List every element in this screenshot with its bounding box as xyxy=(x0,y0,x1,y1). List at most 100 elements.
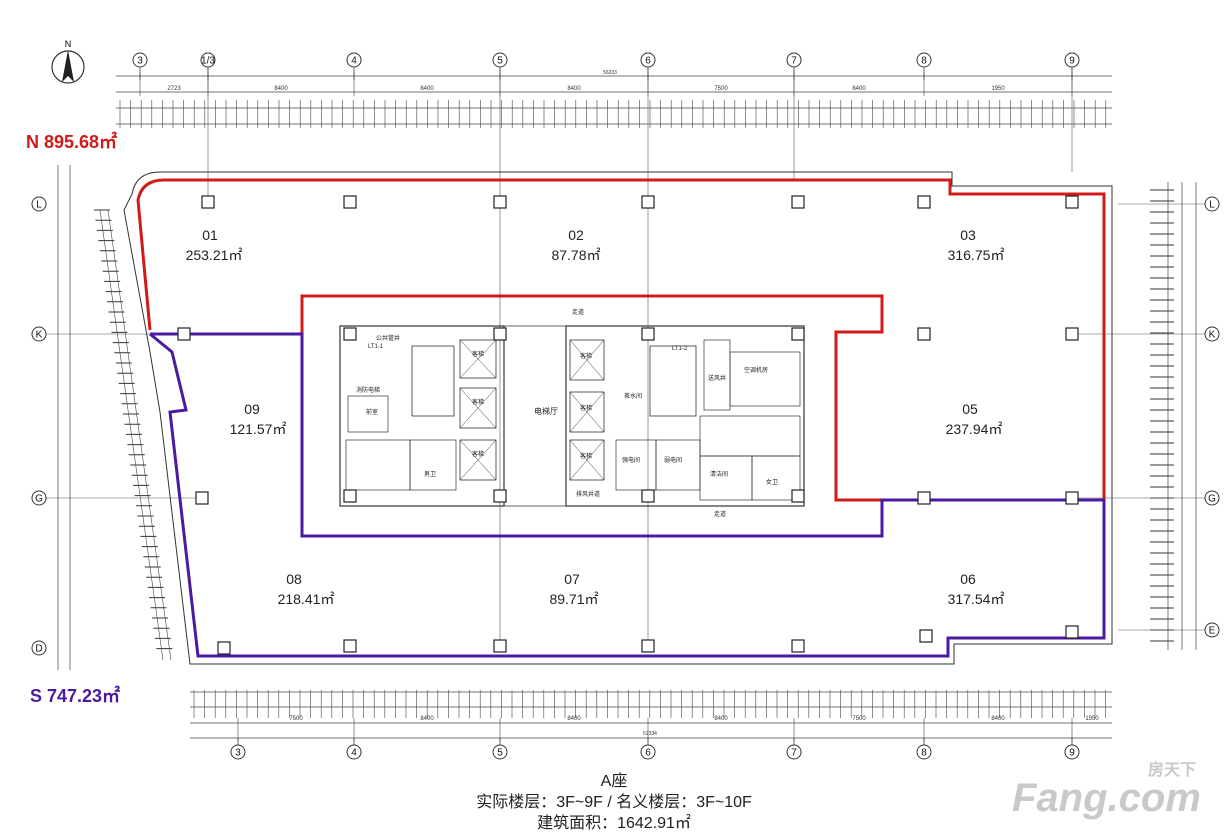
zone-area: 253.21㎡ xyxy=(186,247,243,263)
grid-label: L xyxy=(36,200,42,211)
column xyxy=(1065,491,1079,505)
column xyxy=(1065,195,1079,209)
grid-label: 9 xyxy=(1069,748,1075,759)
top-total-dimension: 56333 xyxy=(603,70,617,76)
elevator-label: 客梯 xyxy=(580,404,592,412)
column xyxy=(343,327,357,341)
column xyxy=(917,491,931,505)
column xyxy=(493,639,507,653)
dim-value: 8400 xyxy=(714,716,728,722)
grid-label: 3 xyxy=(137,56,143,67)
room-label: 前室 xyxy=(366,408,378,416)
zone-number: 05 xyxy=(962,401,978,417)
dim-value: 8400 xyxy=(420,86,434,92)
grid-bubble xyxy=(230,744,246,760)
dim-value: 7500 xyxy=(852,716,866,722)
dim-value: 8400 xyxy=(420,716,434,722)
north-arrow-icon: N xyxy=(51,39,85,84)
zone-08: 08 218.41㎡ xyxy=(278,571,335,607)
dim-value: 8400 xyxy=(852,86,866,92)
zone-area: 121.57㎡ xyxy=(230,421,287,437)
column xyxy=(641,195,655,209)
column xyxy=(791,489,805,503)
column xyxy=(177,327,191,341)
column xyxy=(493,195,507,209)
north-total-area: N 895.68㎡ xyxy=(26,131,117,152)
elevator-label: 客梯 xyxy=(580,452,592,460)
grid-bubble xyxy=(1204,490,1220,506)
grid-label: D xyxy=(35,644,42,655)
column xyxy=(217,641,231,655)
room-label: 排风井道 xyxy=(576,490,600,498)
grid-bubble xyxy=(1204,622,1220,638)
column xyxy=(201,195,215,209)
zone-area: 316.75㎡ xyxy=(948,247,1005,263)
corridor-bottom-label: 走道 xyxy=(714,510,726,518)
building-outline xyxy=(123,171,1113,665)
north-label: N xyxy=(65,39,72,49)
room-label: 女卫 xyxy=(766,478,778,486)
zone-area: 87.78㎡ xyxy=(551,247,600,263)
zone-area: 89.71㎡ xyxy=(549,591,598,607)
zone-02: 02 87.78㎡ xyxy=(551,227,600,263)
zone-09: 09 121.57㎡ xyxy=(230,401,287,437)
zone-07: 07 89.71㎡ xyxy=(549,571,598,607)
structural-columns xyxy=(177,195,1079,655)
grid-label: 3 xyxy=(235,748,241,759)
south-zone-boundary xyxy=(149,332,1106,658)
zone-05: 05 237.94㎡ xyxy=(946,401,1003,437)
column xyxy=(1065,625,1079,639)
zone-area: 317.54㎡ xyxy=(948,591,1005,607)
dim-value: 8400 xyxy=(991,716,1005,722)
grid-bubble xyxy=(31,196,47,212)
column xyxy=(641,639,655,653)
core-area xyxy=(339,325,805,507)
grid-label: 5 xyxy=(497,748,503,759)
room-label: 空调机房 xyxy=(744,366,768,374)
south-total-area: S 747.23㎡ xyxy=(30,685,120,706)
column xyxy=(343,489,357,503)
grid-label: 7 xyxy=(791,56,797,67)
column xyxy=(493,327,507,341)
stair-label: LT1-2 xyxy=(672,346,688,352)
grid-bubble xyxy=(786,744,802,760)
corridor-top-label: 走道 xyxy=(572,308,584,316)
zone-number: 06 xyxy=(960,571,976,587)
dim-value: 7500 xyxy=(714,86,728,92)
right-dimension-lines xyxy=(1167,182,1197,650)
grid-label: 4 xyxy=(351,748,357,759)
dim-value: 1950 xyxy=(1085,716,1099,722)
stair-label: LT1-1 xyxy=(368,344,384,350)
grid-bubble xyxy=(31,326,47,342)
grid-bubble xyxy=(492,744,508,760)
top-dimension-lines xyxy=(116,75,1112,125)
room-label: 弱电间 xyxy=(664,456,682,464)
grid-label: 6 xyxy=(645,56,651,67)
dim-value: 8400 xyxy=(274,86,288,92)
column xyxy=(917,327,931,341)
column xyxy=(1065,327,1079,341)
grid-label: 4 xyxy=(351,56,357,67)
grid-label: G xyxy=(1208,494,1216,505)
column xyxy=(791,327,805,341)
area-info: 建筑面积：1642.91㎡ xyxy=(537,815,691,832)
grid-label: 7 xyxy=(791,748,797,759)
dim-value: 8400 xyxy=(567,716,581,722)
column xyxy=(917,195,931,209)
facade-line xyxy=(99,209,164,661)
grid-bubble xyxy=(916,744,932,760)
zone-03: 03 316.75㎡ xyxy=(948,227,1005,263)
grid-label: 1/3 xyxy=(201,56,215,67)
elevator-label: 客梯 xyxy=(472,350,484,358)
column xyxy=(343,195,357,209)
zone-number: 03 xyxy=(960,227,976,243)
room-label: 消防电梯 xyxy=(356,386,380,394)
facade-line xyxy=(107,209,172,661)
grid-label: 5 xyxy=(497,56,503,67)
floor-info: 实际楼层：3F~9F / 名义楼层：3F~10F xyxy=(476,794,752,811)
dim-value: 2723 xyxy=(167,86,181,92)
